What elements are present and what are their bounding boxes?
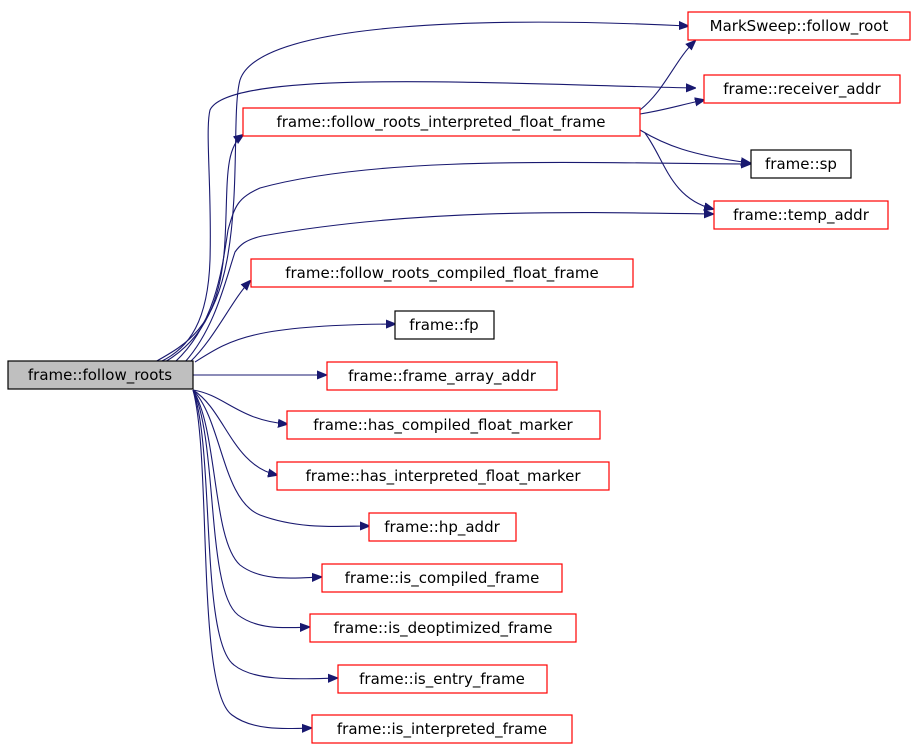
node-frame-has-compiled-float-marker[interactable]: frame::has_compiled_float_marker (286, 410, 601, 440)
edge-root-to-is-compiled-frame (192, 389, 321, 578)
node-frame-is-interpreted-frame[interactable]: frame::is_interpreted_frame (311, 714, 573, 744)
edge-interpreted-float-frame-to-receiver-addr (639, 100, 704, 115)
node-label: MarkSweep::follow_root (710, 17, 889, 36)
node-frame-is-entry-frame[interactable]: frame::is_entry_frame (337, 664, 548, 694)
node-frame-is-compiled-frame[interactable]: frame::is_compiled_frame (321, 563, 563, 593)
node-frame-follow-roots-interpreted-float-frame[interactable]: frame::follow_roots_interpreted_float_fr… (242, 107, 641, 137)
edge-root-to-hp-addr (192, 389, 369, 526)
edges-layer (154, 22, 750, 729)
node-frame-frame-array-addr[interactable]: frame::frame_array_addr (326, 361, 558, 391)
edge-root-to-is-deoptimized-frame (192, 389, 309, 628)
node-label: frame::receiver_addr (723, 80, 881, 99)
node-frame-receiver-addr[interactable]: frame::receiver_addr (703, 74, 901, 104)
node-marksweep-follow-root[interactable]: MarkSweep::follow_root (687, 11, 911, 41)
edge-interpreted-float-frame-to-temp-addr (644, 132, 713, 209)
edge-root-to-sp (174, 162, 750, 363)
edge-root-to-fp (194, 324, 395, 363)
node-label: frame::is_interpreted_frame (337, 720, 547, 739)
node-label: frame::sp (765, 155, 837, 173)
edge-root-to-has-compiled-float-marker (192, 389, 287, 424)
node-label: frame::is_entry_frame (359, 670, 525, 689)
node-label: frame::follow_roots (28, 366, 172, 385)
node-frame-is-deoptimized-frame[interactable]: frame::is_deoptimized_frame (309, 613, 577, 643)
node-label: frame::fp (409, 316, 478, 334)
node-frame-hp-addr[interactable]: frame::hp_addr (368, 512, 517, 542)
edge-root-to-is-entry-frame (192, 389, 337, 679)
edge-interpreted-float-frame-to-sp (639, 129, 750, 163)
node-label: frame::frame_array_addr (348, 367, 537, 386)
node-label: frame::is_compiled_frame (345, 569, 540, 588)
node-label: frame::follow_roots_compiled_float_frame (285, 264, 599, 283)
node-frame-fp[interactable]: frame::fp (394, 310, 495, 340)
edge-root-to-follow-roots-interpreted-float-frame (164, 135, 243, 363)
edge-root-to-has-interpreted-float-marker (192, 389, 277, 475)
node-label: frame::temp_addr (733, 206, 870, 225)
node-frame-sp[interactable]: frame::sp (750, 149, 852, 179)
node-frame-follow-roots[interactable]: frame::follow_roots (7, 360, 194, 390)
node-label: frame::has_compiled_float_marker (313, 416, 573, 435)
edge-root-to-receiver-addr (159, 81, 695, 363)
node-frame-temp-addr[interactable]: frame::temp_addr (713, 200, 889, 230)
node-label: frame::is_deoptimized_frame (334, 619, 553, 638)
edge-root-to-temp-addr (184, 213, 713, 363)
nodes-layer: frame::follow_roots MarkSweep::follow_ro… (7, 11, 911, 744)
node-label: frame::follow_roots_interpreted_float_fr… (276, 113, 605, 132)
edge-interpreted-float-frame-to-marksweep-follow-root (639, 41, 695, 111)
edge-root-to-follow-roots-compiled-float-frame (189, 281, 250, 363)
node-frame-follow-roots-compiled-float-frame[interactable]: frame::follow_roots_compiled_float_frame (250, 258, 634, 288)
node-frame-has-interpreted-float-marker[interactable]: frame::has_interpreted_float_marker (276, 461, 610, 491)
node-label: frame::hp_addr (384, 518, 500, 537)
edge-root-to-is-interpreted-frame (192, 389, 311, 729)
node-label: frame::has_interpreted_float_marker (306, 467, 582, 486)
